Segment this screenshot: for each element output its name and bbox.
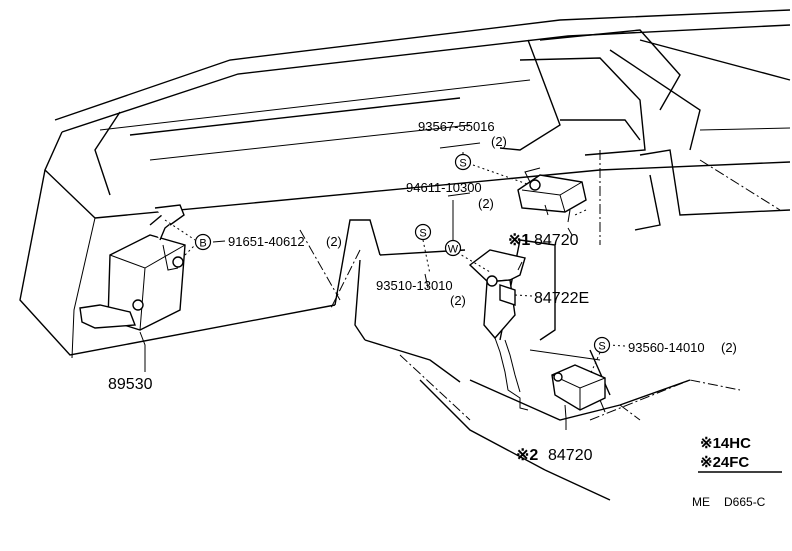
label-91651-40612: 91651-40612 (228, 234, 305, 249)
switch-84722e (468, 249, 529, 411)
legend-line-1: ※14HC (700, 435, 751, 452)
symbol-s-93560: S (593, 336, 611, 354)
leader-lines (164, 142, 626, 376)
label-84720-top: 84720 (534, 232, 579, 249)
engine-legend: ※14HC ※24FC (698, 435, 782, 473)
symbol-s-text: S (419, 228, 426, 240)
relay-84720-bottom (551, 364, 606, 430)
drawing-code-id: D665-C (724, 495, 766, 509)
label-91651-qty: (2) (326, 234, 342, 249)
symbol-s-93510: S (414, 223, 432, 241)
label-93567-55016: 93567-55016 (418, 119, 495, 134)
symbol-w-94611: W (444, 239, 462, 257)
label-93510-13010: 93510-13010 (376, 278, 453, 293)
symbol-s-text: S (598, 341, 605, 353)
label-89530: 89530 (108, 376, 153, 393)
label-84720-bottom: 84720 (548, 447, 593, 464)
relay-84720-top (517, 167, 587, 223)
label-94611-qty: (2) (478, 196, 494, 211)
label-93560-14010: 93560-14010 (628, 340, 705, 355)
mark-2-prefix: ※2 (516, 447, 538, 464)
label-93560-qty: (2) (721, 340, 737, 355)
symbol-s-93567: S (454, 153, 472, 171)
label-93510-qty: (2) (450, 293, 466, 308)
label-84722e: 84722E (534, 290, 589, 307)
symbol-w-text: W (448, 244, 459, 256)
label-93567-qty: (2) (491, 134, 507, 149)
mark-1-prefix: ※1 (508, 232, 530, 249)
drawing-code-prefix: ME (692, 495, 710, 509)
legend-line-2: ※24FC (700, 454, 749, 471)
symbol-b-91651: B (194, 233, 212, 251)
computer-unit-89530 (79, 204, 186, 372)
label-94611-10300: 94611-10300 (406, 180, 482, 195)
symbol-b-text: B (199, 238, 206, 250)
symbol-s-text: S (459, 158, 466, 170)
